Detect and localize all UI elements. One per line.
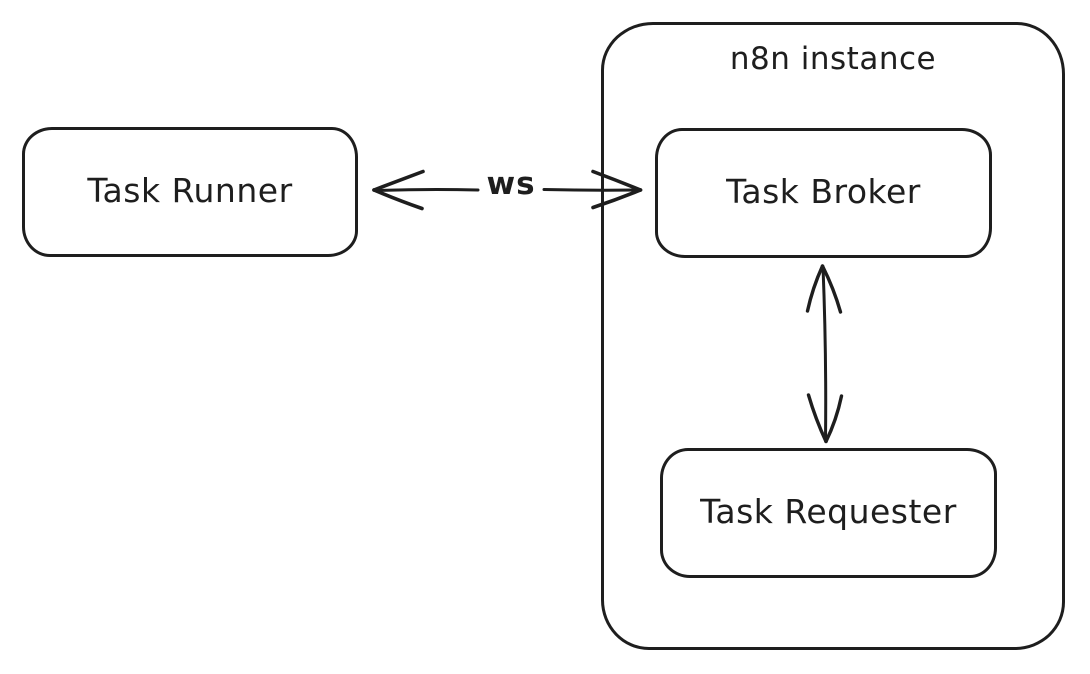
ws-arrowhead-left-top [372, 169, 425, 192]
node-task-runner: Task Runner [22, 127, 358, 257]
node-task-runner-label: Task Runner [87, 170, 293, 210]
node-task-requester: Task Requester [660, 448, 997, 578]
group-n8n-instance-label: n8n instance [729, 41, 937, 77]
ws-arrowhead-left-bottom [372, 188, 424, 211]
node-task-broker-label: Task Broker [726, 171, 921, 211]
node-task-requester-label: Task Requester [700, 491, 957, 531]
ws-edge-label: ws [480, 166, 542, 202]
node-task-broker: Task Broker [655, 128, 992, 258]
